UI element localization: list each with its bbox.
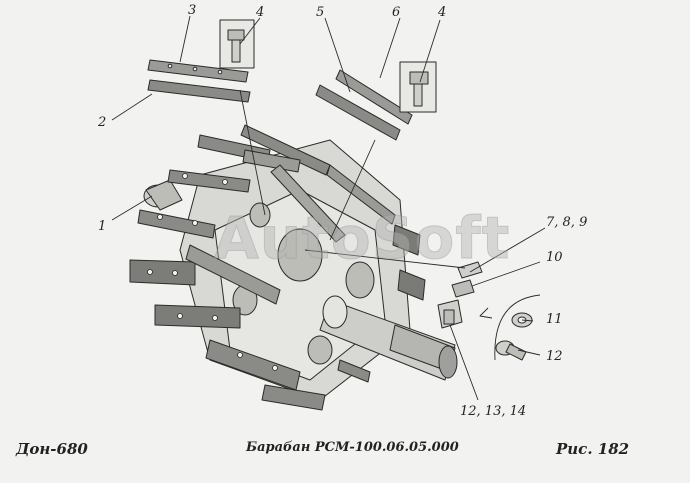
plate-5 xyxy=(315,84,401,141)
bolt-12-13-14 xyxy=(437,299,463,329)
plate-2 xyxy=(147,79,251,103)
bolt-4b xyxy=(399,61,437,113)
exploded-parts xyxy=(147,19,541,361)
label-12: 12 xyxy=(546,349,563,364)
label-2: 2 xyxy=(97,115,106,130)
label-4b: 4 xyxy=(437,5,446,20)
plate-3 xyxy=(147,59,249,83)
drawing-title: Барабан РСМ-100.06.05.000 xyxy=(246,440,459,455)
bolt-4a xyxy=(219,19,255,69)
label-5: 5 xyxy=(316,5,324,20)
callout-labels: 1 2 3 4 5 6 4 7, 8, 9 10 11 12 12, 13, 1… xyxy=(97,3,587,419)
label-7-8-9: 7, 8, 9 xyxy=(546,215,587,230)
washer-10 xyxy=(451,279,475,298)
label-1: 1 xyxy=(98,219,106,234)
leader-lines xyxy=(111,15,546,401)
drum-assembly xyxy=(129,124,458,411)
watermark: AutoSoft xyxy=(213,204,511,273)
label-3: 3 xyxy=(188,3,196,18)
part-7-8-9 xyxy=(457,261,483,279)
plate-6 xyxy=(335,69,413,125)
label-12-13-14: 12, 13, 14 xyxy=(460,404,526,419)
machine-name: Дон-680 xyxy=(16,440,88,458)
label-4a: 4 xyxy=(255,5,264,20)
label-11: 11 xyxy=(546,312,563,327)
bolt-12 xyxy=(495,340,527,361)
figure-number: Рис. 182 xyxy=(556,440,630,458)
label-6: 6 xyxy=(392,5,400,20)
label-10: 10 xyxy=(546,250,563,265)
